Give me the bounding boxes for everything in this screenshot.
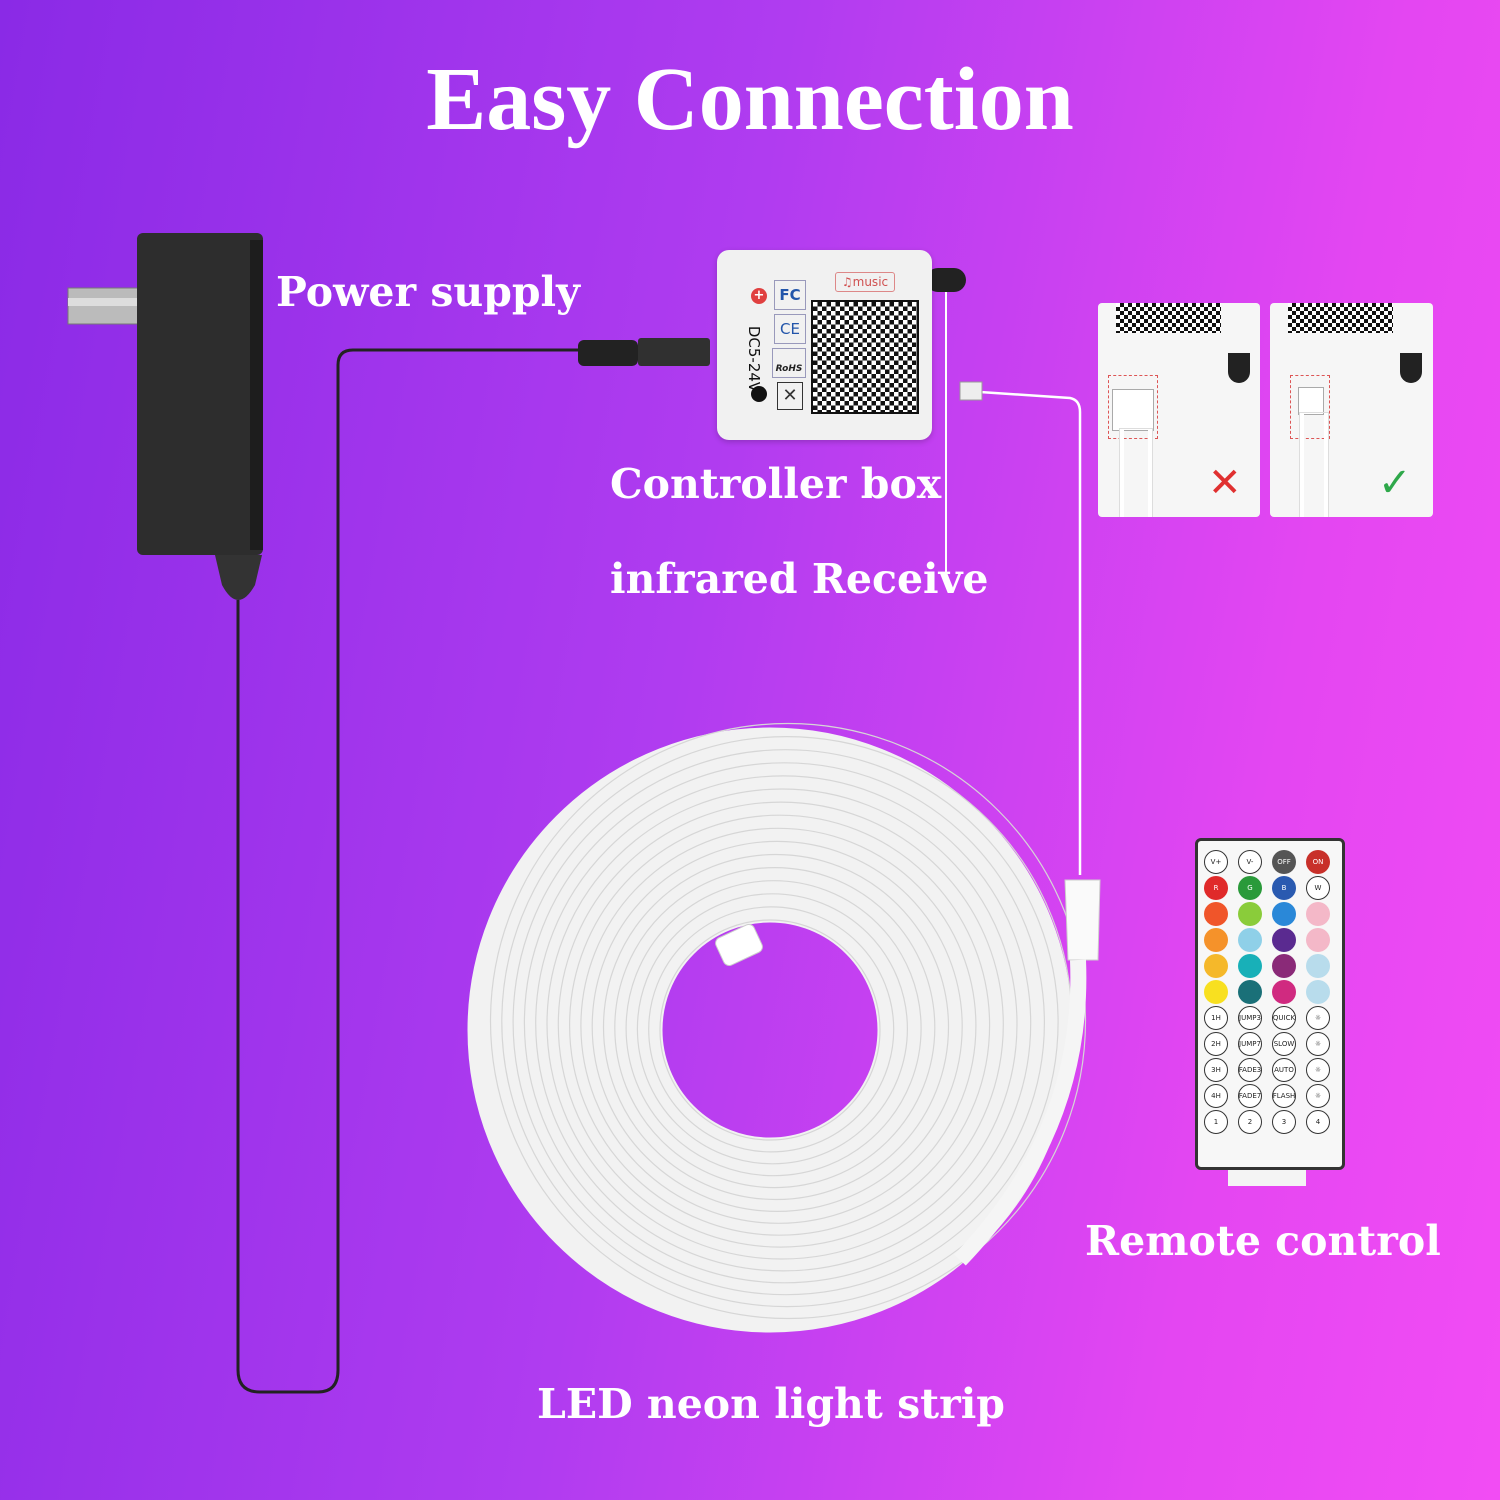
label-remote-control: Remote control (1085, 1217, 1441, 1265)
ir-receiver-head (926, 268, 966, 292)
remote-button: V+ (1204, 850, 1228, 874)
wrong-mark-icon: ✕ (1208, 460, 1242, 506)
coil-turn (568, 814, 991, 1236)
remote-button (1272, 954, 1296, 978)
coil-turn (591, 840, 963, 1213)
coil-turn (535, 775, 1032, 1272)
remote-button (1272, 928, 1296, 952)
remote-button (1306, 980, 1330, 1004)
qr-fragment (1288, 303, 1393, 333)
strip-wire (979, 390, 1082, 875)
plus-icon: + (751, 288, 767, 304)
remote-button (1306, 902, 1330, 926)
controller-box-image: + DC5-24V FC CE RoHS ✕ ♫music (717, 250, 932, 440)
remote-button: SLOW (1272, 1032, 1296, 1056)
remote-button: R (1204, 876, 1228, 900)
power-cord (236, 348, 580, 1394)
rohs-mark: RoHS (772, 348, 806, 378)
dc-plug-image (578, 338, 710, 366)
ir-head (1228, 353, 1250, 383)
remote-button (1204, 954, 1228, 978)
coil-turn (512, 749, 1059, 1296)
page-title: Easy Connection (426, 50, 1074, 149)
coil-turn (557, 801, 1004, 1248)
remote-button (1306, 954, 1330, 978)
label-controller-box: Controller box (610, 460, 942, 508)
remote-button (1272, 902, 1296, 926)
qr-fragment (1116, 303, 1221, 333)
connector-wires (1300, 413, 1328, 517)
remote-button: ☼ (1306, 1084, 1330, 1108)
connector-wires (1120, 429, 1152, 517)
coil-turn (489, 722, 1087, 1320)
coil-turn (523, 762, 1046, 1284)
connector-inset-correct: ✓ (1270, 303, 1433, 517)
remote-button: AUTO (1272, 1058, 1296, 1082)
ir-head (1400, 353, 1422, 383)
remote-stand (1228, 1170, 1306, 1186)
coil-turn (602, 853, 950, 1201)
label-led-strip: LED neon light strip (537, 1380, 1005, 1428)
remote-button (1204, 902, 1228, 926)
remote-button: ☼ (1306, 1058, 1330, 1082)
remote-button: JUMP7 (1238, 1032, 1262, 1056)
remote-button: 1H (1204, 1006, 1228, 1030)
connector-outline (1108, 375, 1158, 439)
remote-button (1238, 954, 1262, 978)
connector-plug (1112, 389, 1154, 431)
remote-button: ☼ (1306, 1006, 1330, 1030)
remote-button: FADE7 (1238, 1084, 1262, 1108)
coil-turn (614, 866, 936, 1189)
label-power-supply: Power supply (276, 268, 580, 316)
remote-button: 4H (1204, 1084, 1228, 1108)
music-badge: ♫music (835, 272, 895, 292)
remote-button (1238, 980, 1262, 1004)
fc-mark: FC (774, 280, 806, 310)
connector-outline (1290, 375, 1330, 439)
remote-button: QUICK (1272, 1006, 1296, 1030)
remote-button (1238, 928, 1262, 952)
minus-icon (751, 386, 767, 402)
remote-button: ON (1306, 850, 1330, 874)
remote-button: G (1238, 876, 1262, 900)
voltage-label: DC5-24V (745, 325, 764, 393)
coil-turn (546, 788, 1018, 1260)
remote-button: W (1306, 876, 1330, 900)
connector-inset-wrong: ✕ (1098, 303, 1260, 517)
remote-button: FLASH (1272, 1084, 1296, 1108)
remote-button (1272, 980, 1296, 1004)
remote-button: B (1272, 876, 1296, 900)
remote-button (1306, 928, 1330, 952)
remote-button (1238, 902, 1262, 926)
qr-code (811, 300, 919, 414)
remote-button: ☼ (1306, 1032, 1330, 1056)
coil-turn (580, 827, 977, 1224)
remote-button (1204, 928, 1228, 952)
coil-turn (636, 893, 909, 1165)
music-badge-text: music (852, 275, 889, 289)
coil-turn (648, 906, 895, 1153)
remote-button: FADE3 (1238, 1058, 1262, 1082)
led-strip-coil (467, 722, 1101, 1333)
remote-button: OFF (1272, 850, 1296, 874)
coil-turn (659, 919, 881, 1141)
ce-mark: CE (774, 314, 806, 344)
correct-mark-icon: ✓ (1378, 460, 1412, 506)
label-infrared-receive: infrared Receive (610, 555, 989, 603)
remote-button: 2H (1204, 1032, 1228, 1056)
weee-icon: ✕ (777, 382, 803, 410)
remote-button: 2 (1238, 1110, 1262, 1134)
remote-button: 3H (1204, 1058, 1228, 1082)
power-adapter-image (67, 233, 263, 600)
remote-button (1204, 980, 1228, 1004)
remote-button: 4 (1306, 1110, 1330, 1134)
remote-button: JUMP3 (1238, 1006, 1262, 1030)
remote-button: V- (1238, 850, 1262, 874)
remote-button: 1 (1204, 1110, 1228, 1134)
remote-button: 3 (1272, 1110, 1296, 1134)
connector-plug (1298, 387, 1324, 415)
coil-turn (625, 880, 922, 1177)
